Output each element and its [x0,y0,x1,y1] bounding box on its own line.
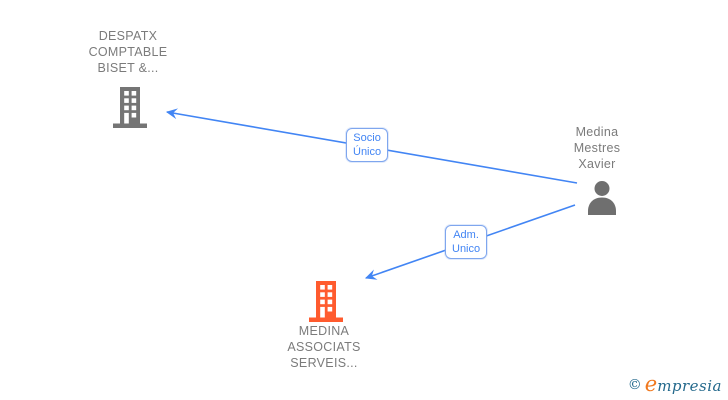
entity-label-line: BISET &... [97,61,159,75]
entity-label-line: SERVEIS... [290,356,358,370]
person-icon [588,181,616,215]
entity-xavier[interactable] [586,180,618,220]
entity-label-line: COMPTABLE [88,45,168,59]
entity-label-despatx[interactable]: DESPATX COMPTABLE BISET &... [53,28,203,76]
entity-label-line: ASSOCIATS [287,340,361,354]
building-icon [309,281,343,322]
entity-label-line: Medina [575,125,619,139]
entity-label-line: MEDINA [298,324,350,338]
edge-label-socio-unico: Socio Único [346,128,389,162]
edge-label-line: Adm. [453,229,479,241]
entity-label-line: DESPATX [98,29,158,43]
edge-label-line: Socio [353,132,381,144]
entity-despatx[interactable] [112,87,148,133]
entity-label-line: Mestres [573,141,621,155]
entity-label-xavier[interactable]: Medina Mestres Xavier [522,124,672,172]
building-icon [113,87,147,128]
entity-label-line: Xavier [578,157,616,171]
entity-medina[interactable] [308,281,344,327]
edge-label-line: Único [353,146,382,158]
logo-text: mpresia [657,377,722,395]
entity-label-medina[interactable]: MEDINA ASSOCIATS SERVEIS... [249,323,399,371]
logo-first-letter: e [644,372,658,396]
empresia-logo[interactable]: ©empresia [628,372,722,396]
copyright-icon: © [627,377,642,393]
edge-label-line: Unico [452,243,481,255]
edge-label-adm-unico: Adm. Unico [445,225,488,259]
